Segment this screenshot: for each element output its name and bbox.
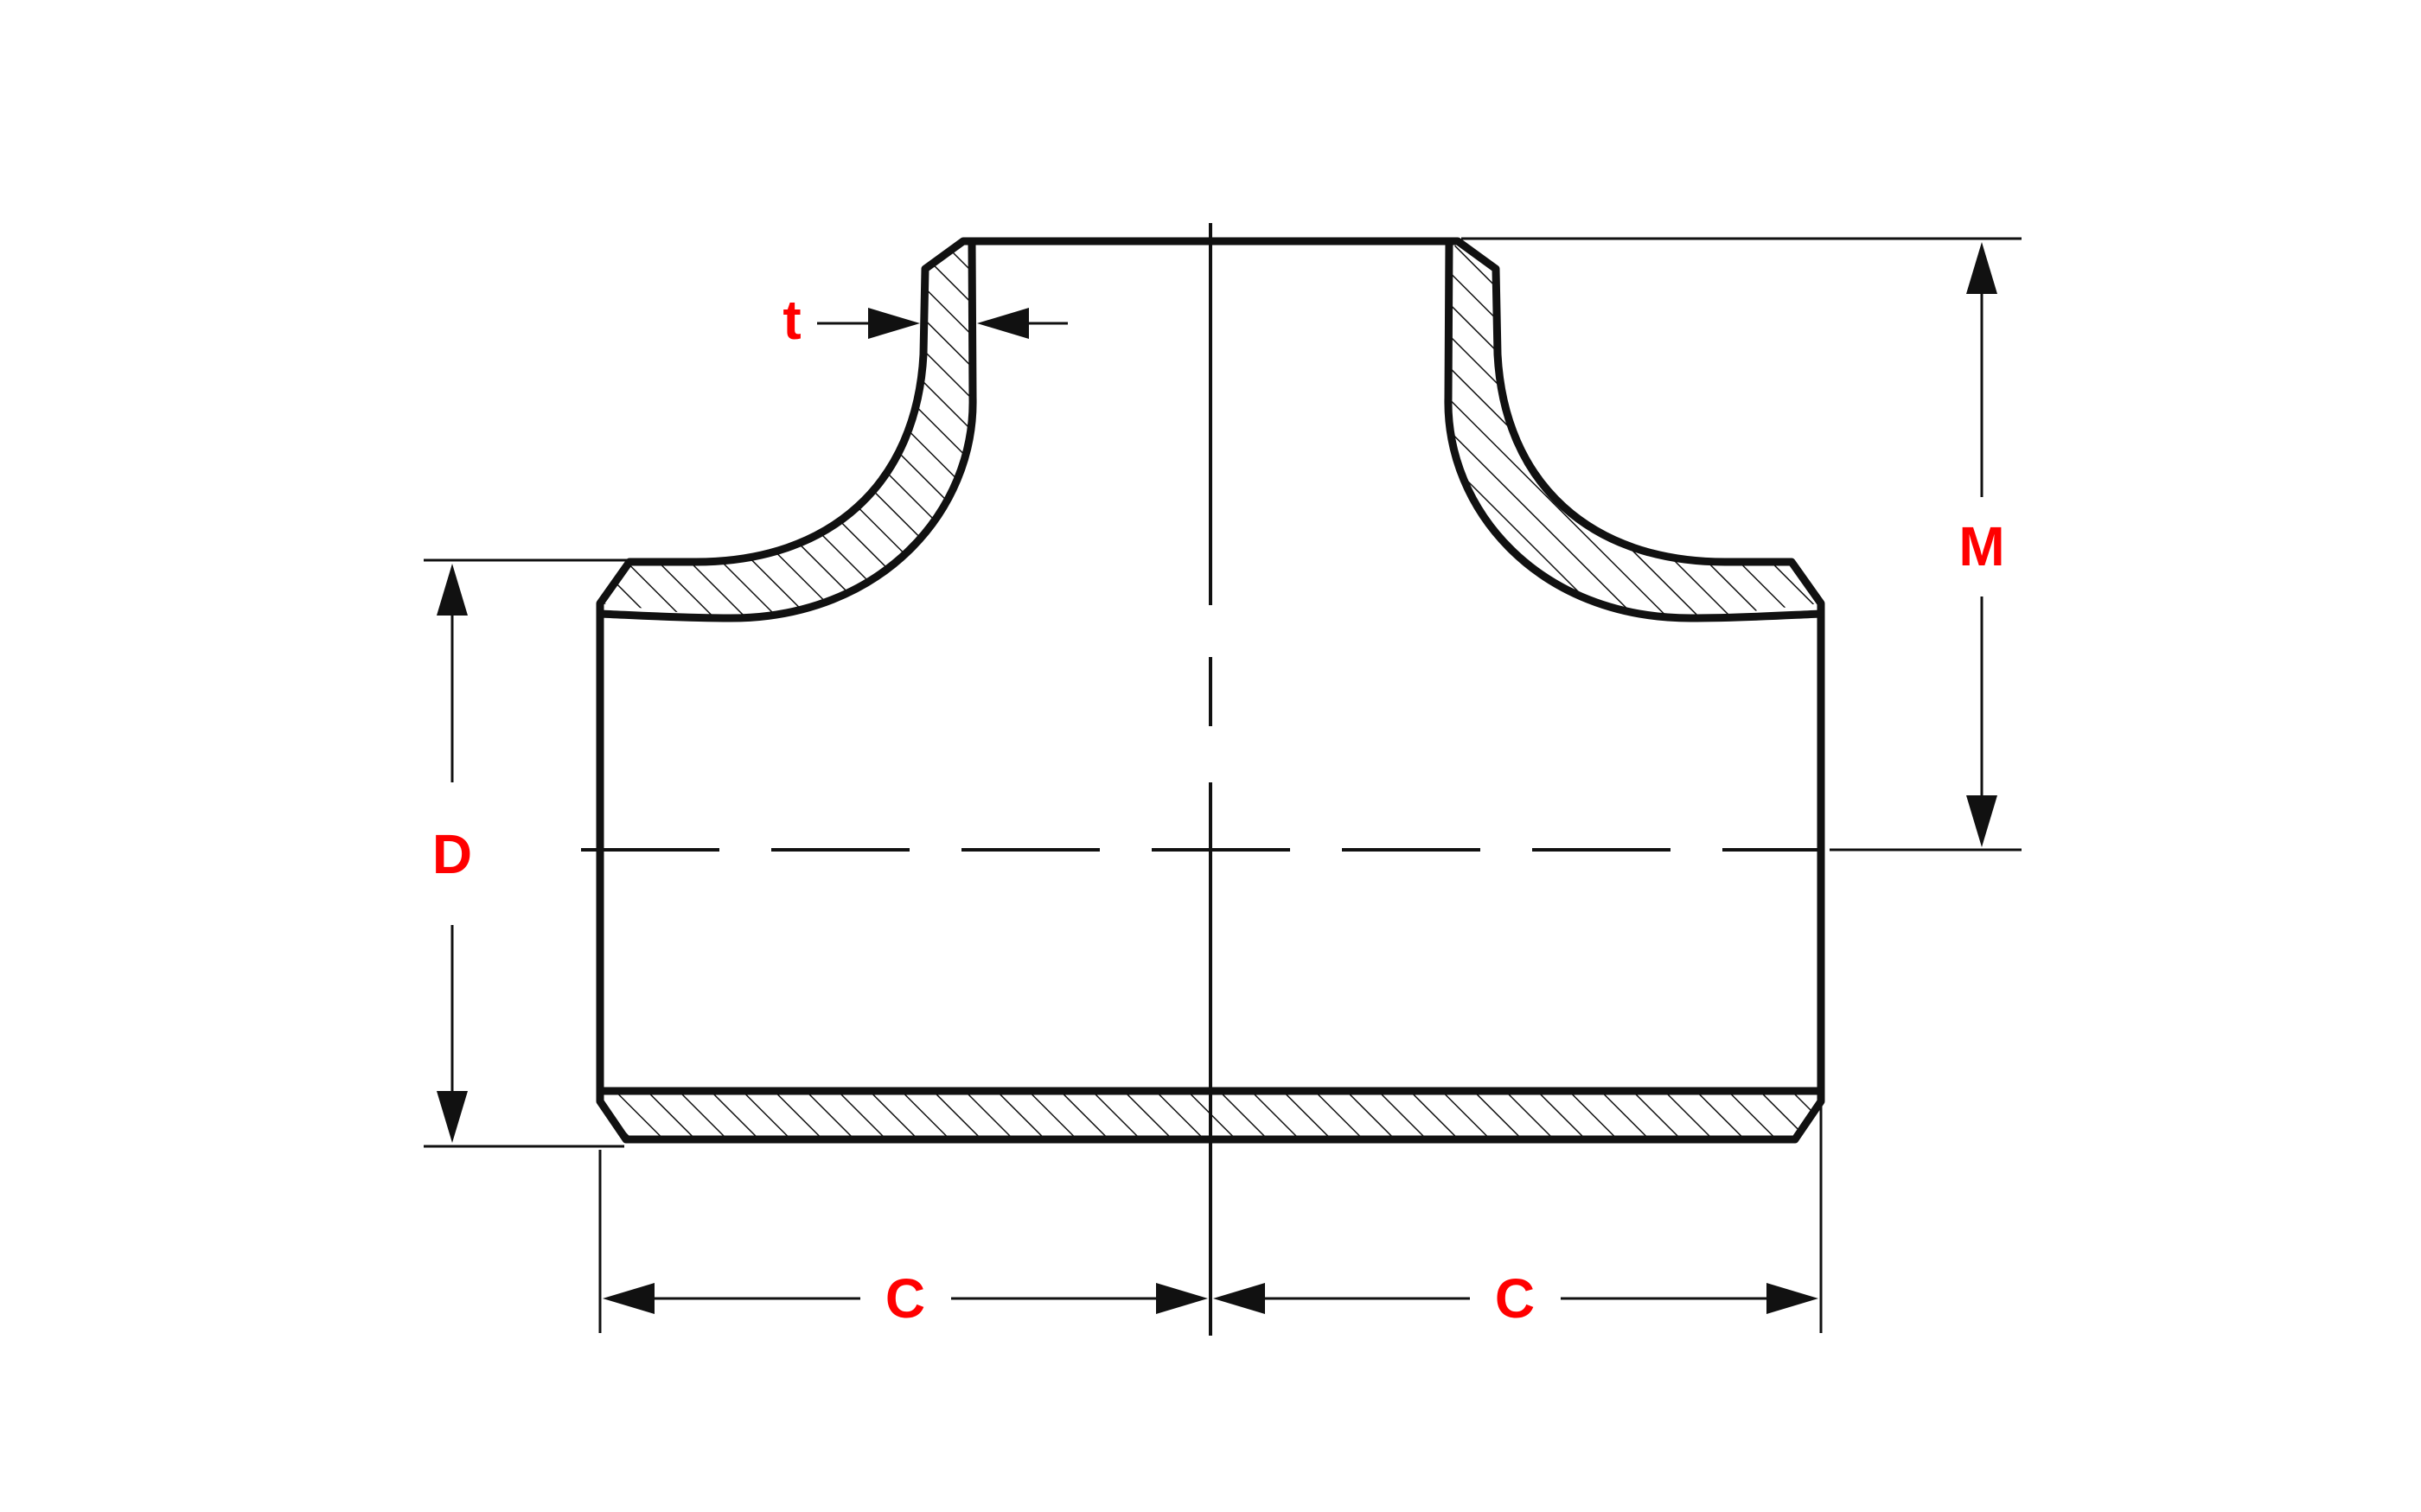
right-branch-wall-hatch [1447,241,1821,618]
dim-M-arrow-bottom [1966,795,1997,847]
dim-M-label: M [1958,515,2004,577]
dimension-M: M [1958,242,2005,847]
dim-C-right-arrow-right [1766,1283,1818,1314]
dim-D-arrow-bottom [437,1091,468,1143]
dimension-C-left: C [603,1267,1208,1330]
dim-D-arrow-top [437,564,468,616]
inner-right-contour [1444,237,1825,622]
outer-outline [596,237,1825,1144]
dimension-D: D [432,564,472,1143]
dim-C-right-arrow-left [1213,1283,1265,1314]
dim-t-label: t [783,289,801,351]
dim-C-left-arrow-left [603,1283,655,1314]
dim-t-arrow-left [868,308,920,339]
dim-C-right-label: C [1495,1267,1535,1330]
inner-left-contour [596,237,977,622]
center-lines [581,223,1821,1336]
left-branch-wall-hatch [600,241,974,618]
dim-C-left-arrow-right [1156,1283,1208,1314]
dim-D-label: D [432,823,472,885]
dimension-t: t [783,289,1068,351]
dim-C-left-label: C [885,1267,925,1330]
dimension-C-right: C [1213,1267,1818,1330]
extension-lines [424,237,2022,1333]
dim-t-arrow-right [977,308,1029,339]
dim-M-arrow-top [1966,242,1997,294]
